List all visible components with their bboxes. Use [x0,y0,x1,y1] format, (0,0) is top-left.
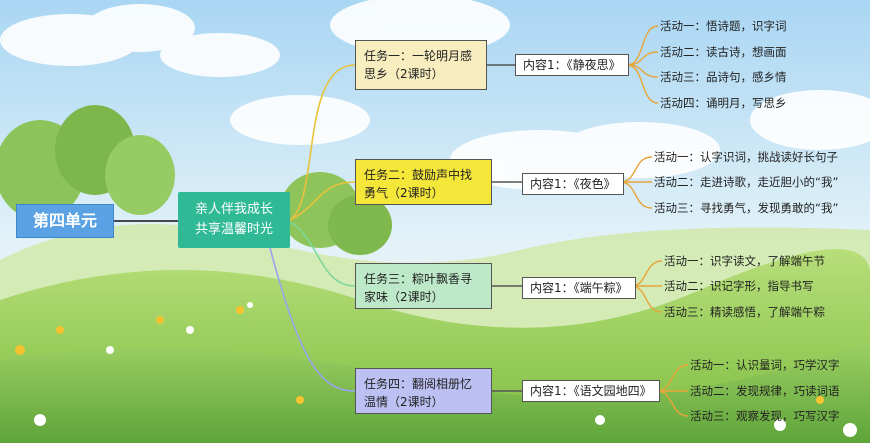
content-label: 内容1：《夜色》 [530,177,616,191]
content-label: 内容1：《静夜思》 [523,58,621,72]
content-node-3[interactable]: 内容1：《端午粽》 [522,277,636,299]
task-title: 任务四：翻阅相册忆温情（2课时） [364,377,473,409]
activity-item[interactable]: 活动一：认字识词，挑战读好长句子 [654,150,838,164]
activity-item[interactable]: 活动一：悟诗题，识字词 [660,19,787,33]
task-node-2[interactable]: 任务二：鼓励声中找勇气（2课时） [355,159,492,205]
activity-item[interactable]: 活动三：品诗句，感乡情 [660,70,787,84]
activity-item[interactable]: 活动二：识记字形，指导书写 [664,279,814,293]
activity-item[interactable]: 活动一：识字读文，了解端午节 [664,254,825,268]
theme-node[interactable]: 亲人伴我成长 共享温馨时光 [178,192,290,248]
content-label: 内容1：《语文园地四》 [530,384,652,398]
task-node-1[interactable]: 任务一：一轮明月感思乡（2课时） [355,40,487,90]
activity-item[interactable]: 活动一：认识量词，巧学汉字 [690,358,840,372]
theme-line-1: 亲人伴我成长 [194,202,273,217]
flowers [34,302,857,437]
activity-item[interactable]: 活动三：寻找勇气，发现勇敢的“我” [654,201,839,215]
content-label: 内容1：《端午粽》 [530,281,628,295]
task-node-3[interactable]: 任务三：粽叶飘香寻家味（2课时） [355,263,492,309]
content-node-1[interactable]: 内容1：《静夜思》 [515,54,629,76]
unit-node[interactable]: 第四单元 [16,204,114,238]
activity-item[interactable]: 活动二：走进诗歌，走近胆小的“我” [654,175,839,189]
theme-line-2: 共享温馨时光 [194,222,273,237]
content-node-2[interactable]: 内容1：《夜色》 [522,173,624,195]
unit-label: 第四单元 [32,211,97,230]
task-title: 任务三：粽叶飘香寻家味（2课时） [364,272,473,304]
task-title: 任务一：一轮明月感思乡（2课时） [364,49,473,81]
activity-item[interactable]: 活动三：观察发现，巧写汉字 [690,409,840,423]
activity-item[interactable]: 活动三：精读感悟，了解端午粽 [664,305,825,319]
task-title: 任务二：鼓励声中找勇气（2课时） [364,168,473,200]
activity-item[interactable]: 活动二：发现规律，巧读词语 [690,384,840,398]
activity-item[interactable]: 活动二：读古诗，想画面 [660,45,787,59]
content-node-4[interactable]: 内容1：《语文园地四》 [522,380,660,402]
activity-item[interactable]: 活动四：诵明月，写思乡 [660,96,787,110]
yellow-flowers [15,306,824,404]
task-node-4[interactable]: 任务四：翻阅相册忆温情（2课时） [355,368,492,414]
